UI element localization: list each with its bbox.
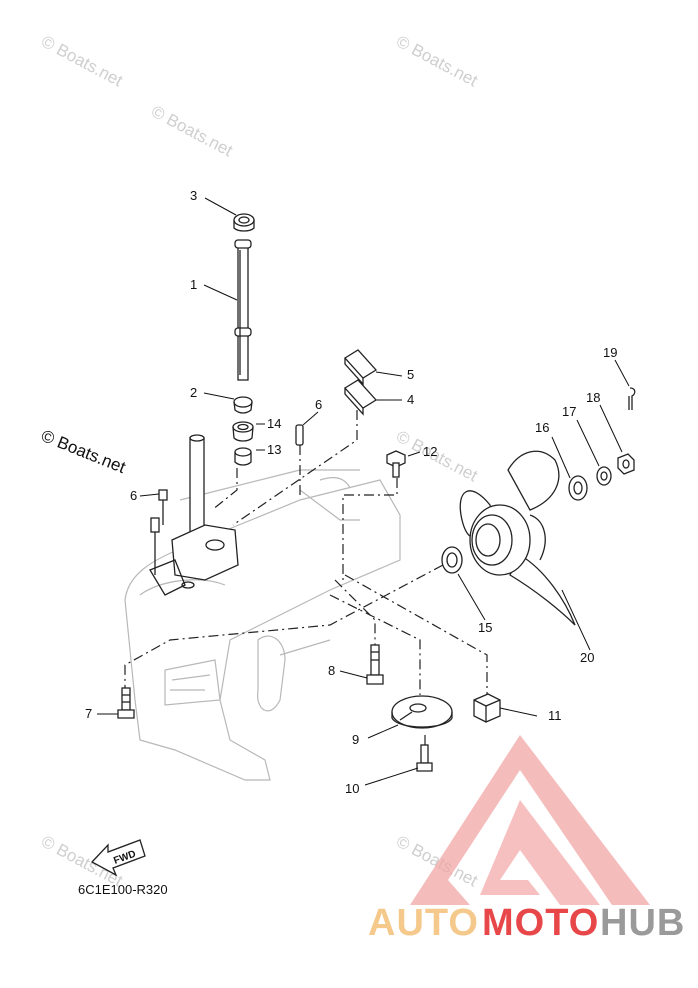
watermark: © Boats.net [148,102,236,161]
callout-10: 10 [345,781,359,796]
part-7-bolt [117,687,135,719]
logo-triangle-inner [480,800,600,905]
part-19-cotter-pin [628,387,636,410]
brand-auto: AUTO [368,902,479,944]
watermarks: © Boats.net © Boats.net © Boats.net © Bo… [38,32,481,891]
callout-6a: 6 [315,397,322,412]
callout-11: 11 [548,708,562,723]
assembly-lines [124,410,488,745]
part-18-nut [617,453,635,475]
callout-18: 18 [586,390,600,405]
callout-19: 19 [603,345,617,360]
part-12-bolt [386,450,406,478]
brand-logo: AUTO MOTO HUB [368,735,685,944]
callout-3: 3 [190,188,197,203]
part-5-block [343,349,378,386]
watermark: © Boats.net [38,32,126,91]
logo-triangle-outer [410,735,650,905]
part-20-propeller [459,450,576,626]
callout-13: 13 [267,442,281,457]
brand-moto: MOTO [482,902,599,944]
part-16-spacer [568,475,588,501]
leader-lines [97,197,630,786]
part-9-anode [391,695,453,729]
watermark: © Boats.net [393,32,481,91]
part-11-block [473,693,501,723]
brand-hub: HUB [600,902,685,944]
part-4-block [343,379,378,416]
part-1-shaft [234,239,252,381]
callout-8: 8 [328,663,335,678]
part-15-washer [441,546,463,574]
callout-2: 2 [190,385,197,400]
diagram-code: 6C1E100-R320 [78,882,168,897]
callout-17: 17 [562,404,576,419]
callout-14: 14 [267,416,281,431]
callout-5: 5 [407,367,414,382]
callout-numbers: 3 1 2 14 13 6 5 4 12 6 7 8 9 10 11 15 20… [85,188,617,796]
part-14-grommet [232,421,254,442]
part-17-washer [596,466,612,486]
watermark-dark: © Boats.net [39,426,129,477]
callout-1: 1 [190,277,197,292]
part-10-bolt [416,744,433,772]
callout-16: 16 [535,420,549,435]
part-6-pin [295,424,304,446]
pump-assembly [149,434,239,596]
callout-4: 4 [407,392,414,407]
callout-12: 12 [423,444,437,459]
part-3-bushing [233,213,255,232]
callout-15: 15 [478,620,492,635]
callout-20: 20 [580,650,594,665]
callout-6b: 6 [130,488,137,503]
part-8-bolt [366,644,384,685]
part-13-seal [234,447,252,466]
part-2-bushing [233,396,253,414]
callout-9: 9 [352,732,359,747]
callout-7: 7 [85,706,92,721]
